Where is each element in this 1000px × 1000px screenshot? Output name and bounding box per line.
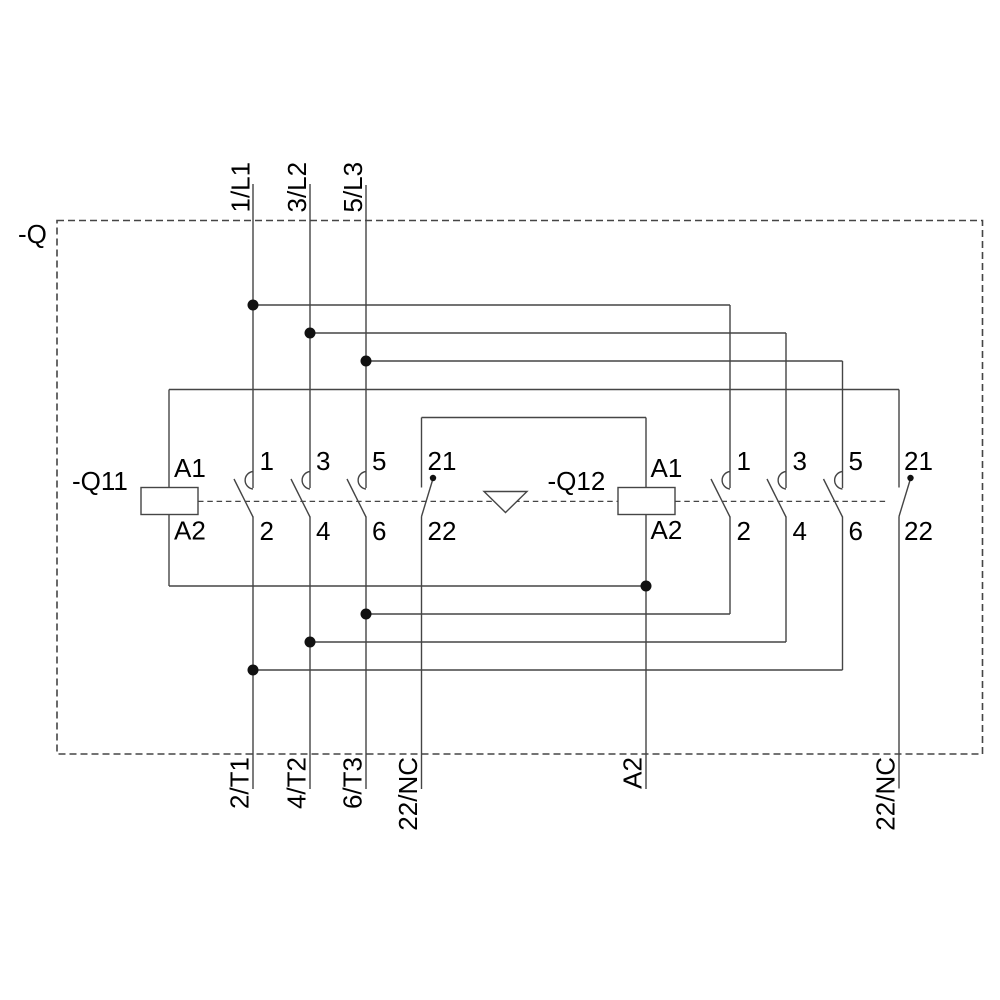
coil-terminal-a2-q12: A2 (651, 515, 683, 545)
aux-terminal-22NC-q12: 22/NC (871, 757, 901, 831)
junction-dot (247, 664, 259, 676)
contact-terminal-2-q12: 2 (737, 516, 751, 546)
no-contact-fixed-arc (357, 470, 367, 490)
no-contact-lever (290, 478, 311, 518)
actuator-triangle (482, 490, 529, 514)
contact-terminal-1-q12: 1 (737, 446, 751, 476)
junction-dot (360, 608, 372, 620)
contact-terminal-6-q11: 6 (372, 516, 386, 546)
no-contact-lever (233, 478, 254, 518)
contact-terminal-22-q11: 22 (428, 516, 457, 546)
junction-dot (360, 355, 372, 367)
junction-dot (640, 580, 652, 592)
coil-q12 (617, 486, 676, 516)
contact-terminal-21-q11: 21 (428, 446, 457, 476)
coil-terminal-a1-q12: A1 (651, 453, 683, 483)
contact-terminal-22-q12: 22 (904, 516, 933, 546)
no-contact-fixed-arc (721, 470, 731, 490)
nc-contact-lever (420, 480, 433, 517)
aux-terminal-22NC-q11: 22/NC (393, 757, 423, 831)
coil-q11 (140, 486, 199, 516)
contact-terminal-4-q11: 4 (316, 516, 330, 546)
no-contact-fixed-arc (777, 470, 787, 490)
contact-terminal-3-q12: 3 (793, 446, 807, 476)
contact-terminal-5-q11: 5 (372, 446, 386, 476)
no-contact-lever (346, 478, 367, 518)
coil-terminal-A2: A2 (618, 757, 648, 789)
coil-terminal-a1-q11: A1 (174, 453, 206, 483)
contact-terminal-5-q12: 5 (849, 446, 863, 476)
no-contact-fixed-arc (301, 470, 311, 490)
nc-contact-lever (898, 480, 911, 517)
supply-terminal-1L1: 1/L1 (226, 162, 256, 213)
enclosure-border (56, 219, 984, 755)
contact-terminal-1-q11: 1 (260, 446, 274, 476)
no-contact-lever (710, 478, 731, 518)
nc-contact-point (907, 474, 914, 482)
junction-dot (304, 636, 316, 648)
contact-terminal-21-q12: 21 (904, 446, 933, 476)
contactor-label-q11: -Q11 (72, 466, 128, 496)
junction-dot (247, 299, 259, 311)
coil-terminal-a2-q11: A2 (174, 516, 206, 546)
contact-terminal-6-q12: 6 (849, 516, 863, 546)
nc-contact-point (429, 474, 437, 482)
contactor-label-q12: -Q12 (548, 466, 606, 496)
junction-dot (304, 327, 316, 339)
load-terminal-2T1: 2/T1 (225, 757, 255, 809)
contact-terminal-4-q12: 4 (793, 516, 807, 546)
load-terminal-6T3: 6/T3 (338, 757, 368, 809)
no-contact-lever (766, 478, 787, 518)
supply-terminal-3L2: 3/L2 (282, 162, 312, 213)
contact-terminal-3-q11: 3 (316, 446, 330, 476)
contact-terminal-2-q11: 2 (260, 516, 274, 546)
no-contact-fixed-arc (244, 470, 254, 490)
load-terminal-4T2: 4/T2 (282, 757, 312, 809)
enclosure-label: -Q (18, 219, 47, 249)
no-contact-fixed-arc (834, 470, 843, 490)
supply-terminal-5L3: 5/L3 (338, 162, 368, 213)
no-contact-lever (822, 478, 844, 518)
